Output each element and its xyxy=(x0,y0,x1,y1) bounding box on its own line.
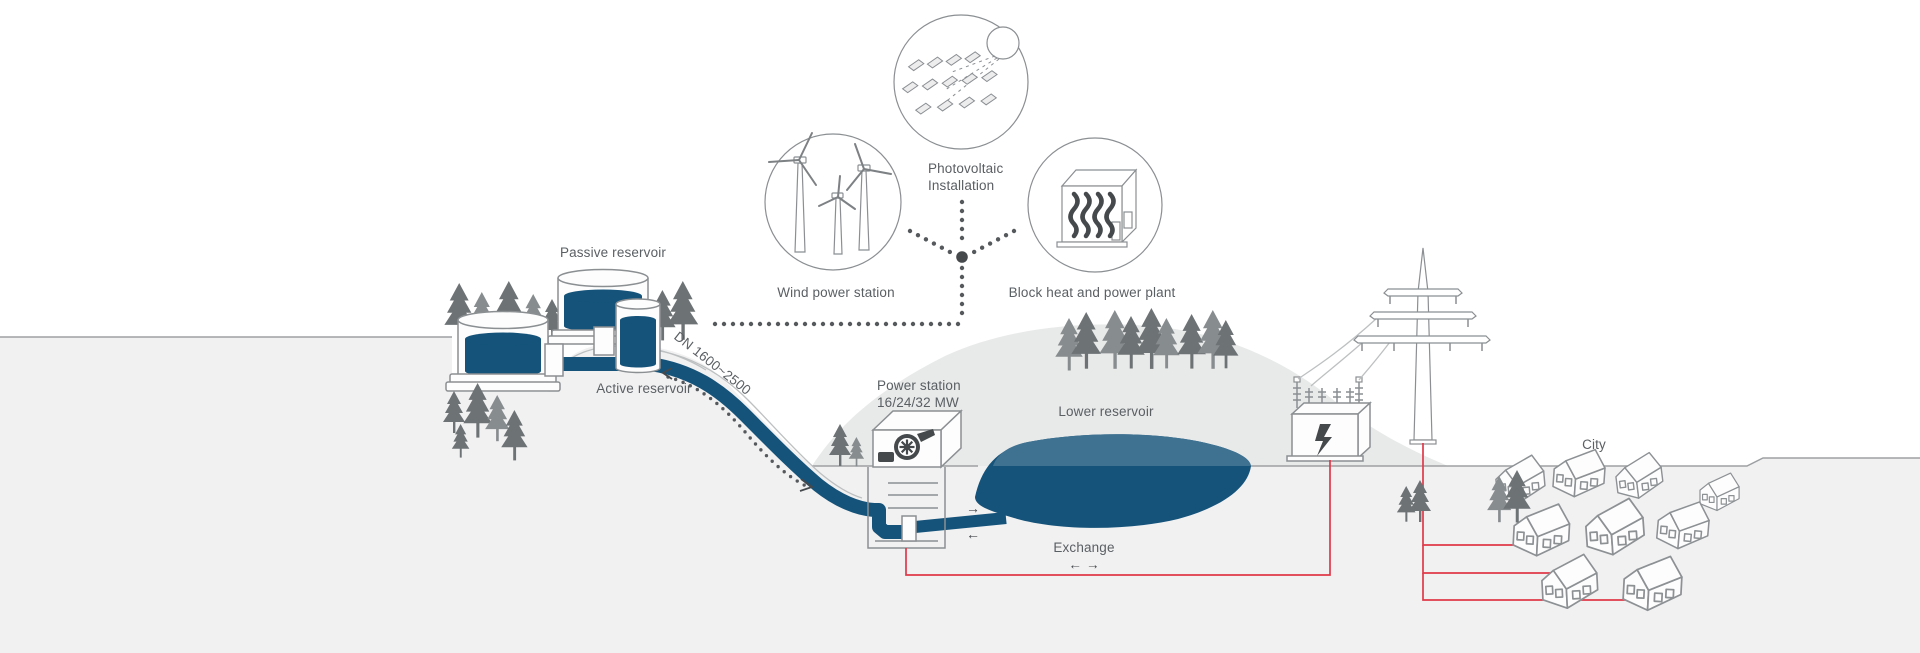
pump-house xyxy=(544,343,564,377)
label-lower-reservoir: Lower reservoir xyxy=(1058,404,1154,419)
label-power-station: Power station 16/24/32 MW xyxy=(877,378,961,412)
label-exchange: Exchange ← → xyxy=(1053,540,1114,574)
junction-dot xyxy=(956,251,968,263)
wind-power-circle xyxy=(764,132,902,271)
chp-circle xyxy=(1027,137,1163,273)
penstock-pipe xyxy=(648,357,903,539)
wind-turbine-icon xyxy=(768,132,892,255)
outlet-pipe xyxy=(914,512,1007,533)
power-station-shaft xyxy=(867,467,946,549)
label-photovoltaic-line2: Installation xyxy=(928,177,995,193)
label-city: City xyxy=(1582,437,1606,452)
flow-down-arrow-icon xyxy=(799,478,814,492)
transformer-substation xyxy=(1286,376,1372,462)
flow-direction-dots xyxy=(661,367,814,492)
hill xyxy=(812,324,1448,466)
outlet-valve xyxy=(901,515,917,542)
turbine-pump-icon xyxy=(878,429,935,462)
flow-up-arrow-icon xyxy=(661,367,673,380)
source-connector-dots xyxy=(709,199,1017,327)
transmission-tower-icon xyxy=(1297,247,1491,445)
lower-reservoir-water xyxy=(975,434,1251,528)
label-wind-power-station: Wind power station xyxy=(777,285,895,300)
flow-left-arrow-icon: ← xyxy=(966,526,980,542)
penstock-outline xyxy=(653,349,863,499)
label-photovoltaic: Photovoltaic Installation xyxy=(928,161,1003,195)
flow-right-arrow-icon: → xyxy=(966,500,980,516)
photovoltaic-circle xyxy=(893,14,1029,150)
label-block-heat-power-plant: Block heat and power plant xyxy=(1008,285,1176,300)
label-photovoltaic-line1: Photovoltaic xyxy=(928,161,1004,176)
label-active-reservoir: Active reservoir xyxy=(596,381,692,396)
heat-waves-icon xyxy=(1068,191,1116,239)
left-reservoir-tank xyxy=(445,310,561,392)
power-station-building xyxy=(871,409,963,469)
label-exchange-text: Exchange xyxy=(1053,540,1115,555)
label-power-station-line2: 16/24/32 MW xyxy=(877,394,959,410)
sun-icon xyxy=(986,26,1020,60)
exchange-arrows-icon: ← → xyxy=(1068,556,1100,572)
pump-house xyxy=(593,326,615,356)
chp-building-icon xyxy=(1056,168,1138,248)
lightning-bolt-icon xyxy=(1315,424,1332,456)
label-passive-reservoir: Passive reservoir xyxy=(559,245,667,260)
active-reservoir-tank xyxy=(615,298,661,374)
label-power-station-line1: Power station xyxy=(877,378,961,393)
